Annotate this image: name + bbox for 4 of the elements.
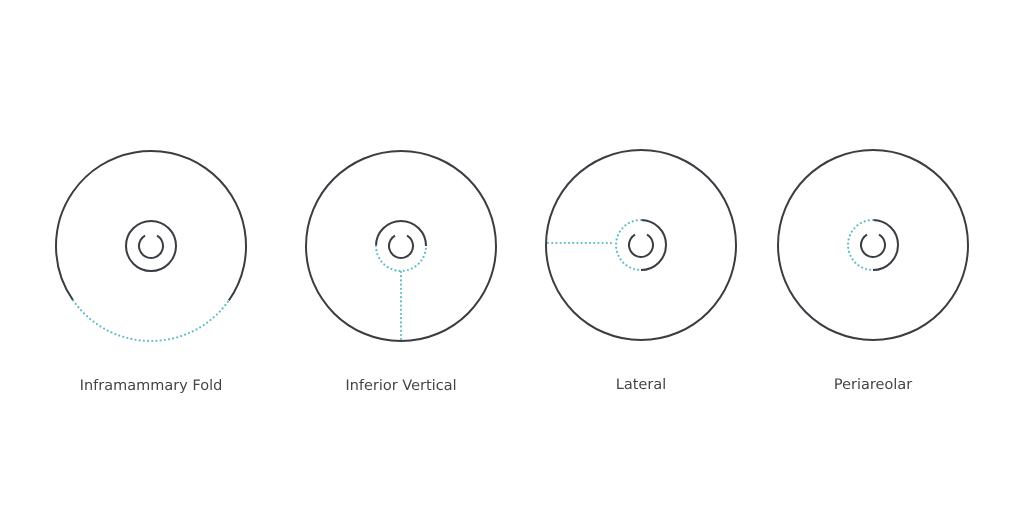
node-label: Lateral xyxy=(617,378,665,390)
node-label: Periareolar xyxy=(835,378,913,390)
node-label: Inferior Vertical xyxy=(346,379,456,391)
node-label: Inframammary Fold xyxy=(81,379,222,393)
